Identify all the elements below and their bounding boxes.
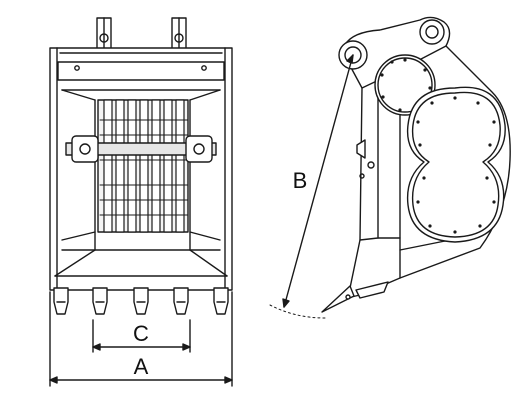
front-view: C A — [49, 17, 233, 387]
side-tooth — [321, 281, 389, 313]
dimension-a-label: A — [134, 354, 149, 379]
front-drum-assembly — [65, 99, 217, 233]
side-hardware — [356, 139, 375, 179]
front-teeth — [53, 287, 229, 315]
dimension-c-label: C — [133, 321, 149, 346]
side-large-cover — [406, 86, 506, 243]
dimension-b-label: B — [293, 168, 308, 193]
side-view: B — [269, 16, 511, 319]
dimension-c: C — [92, 319, 191, 353]
dimension-a: A — [49, 291, 233, 387]
dimension-b: B — [269, 54, 354, 319]
